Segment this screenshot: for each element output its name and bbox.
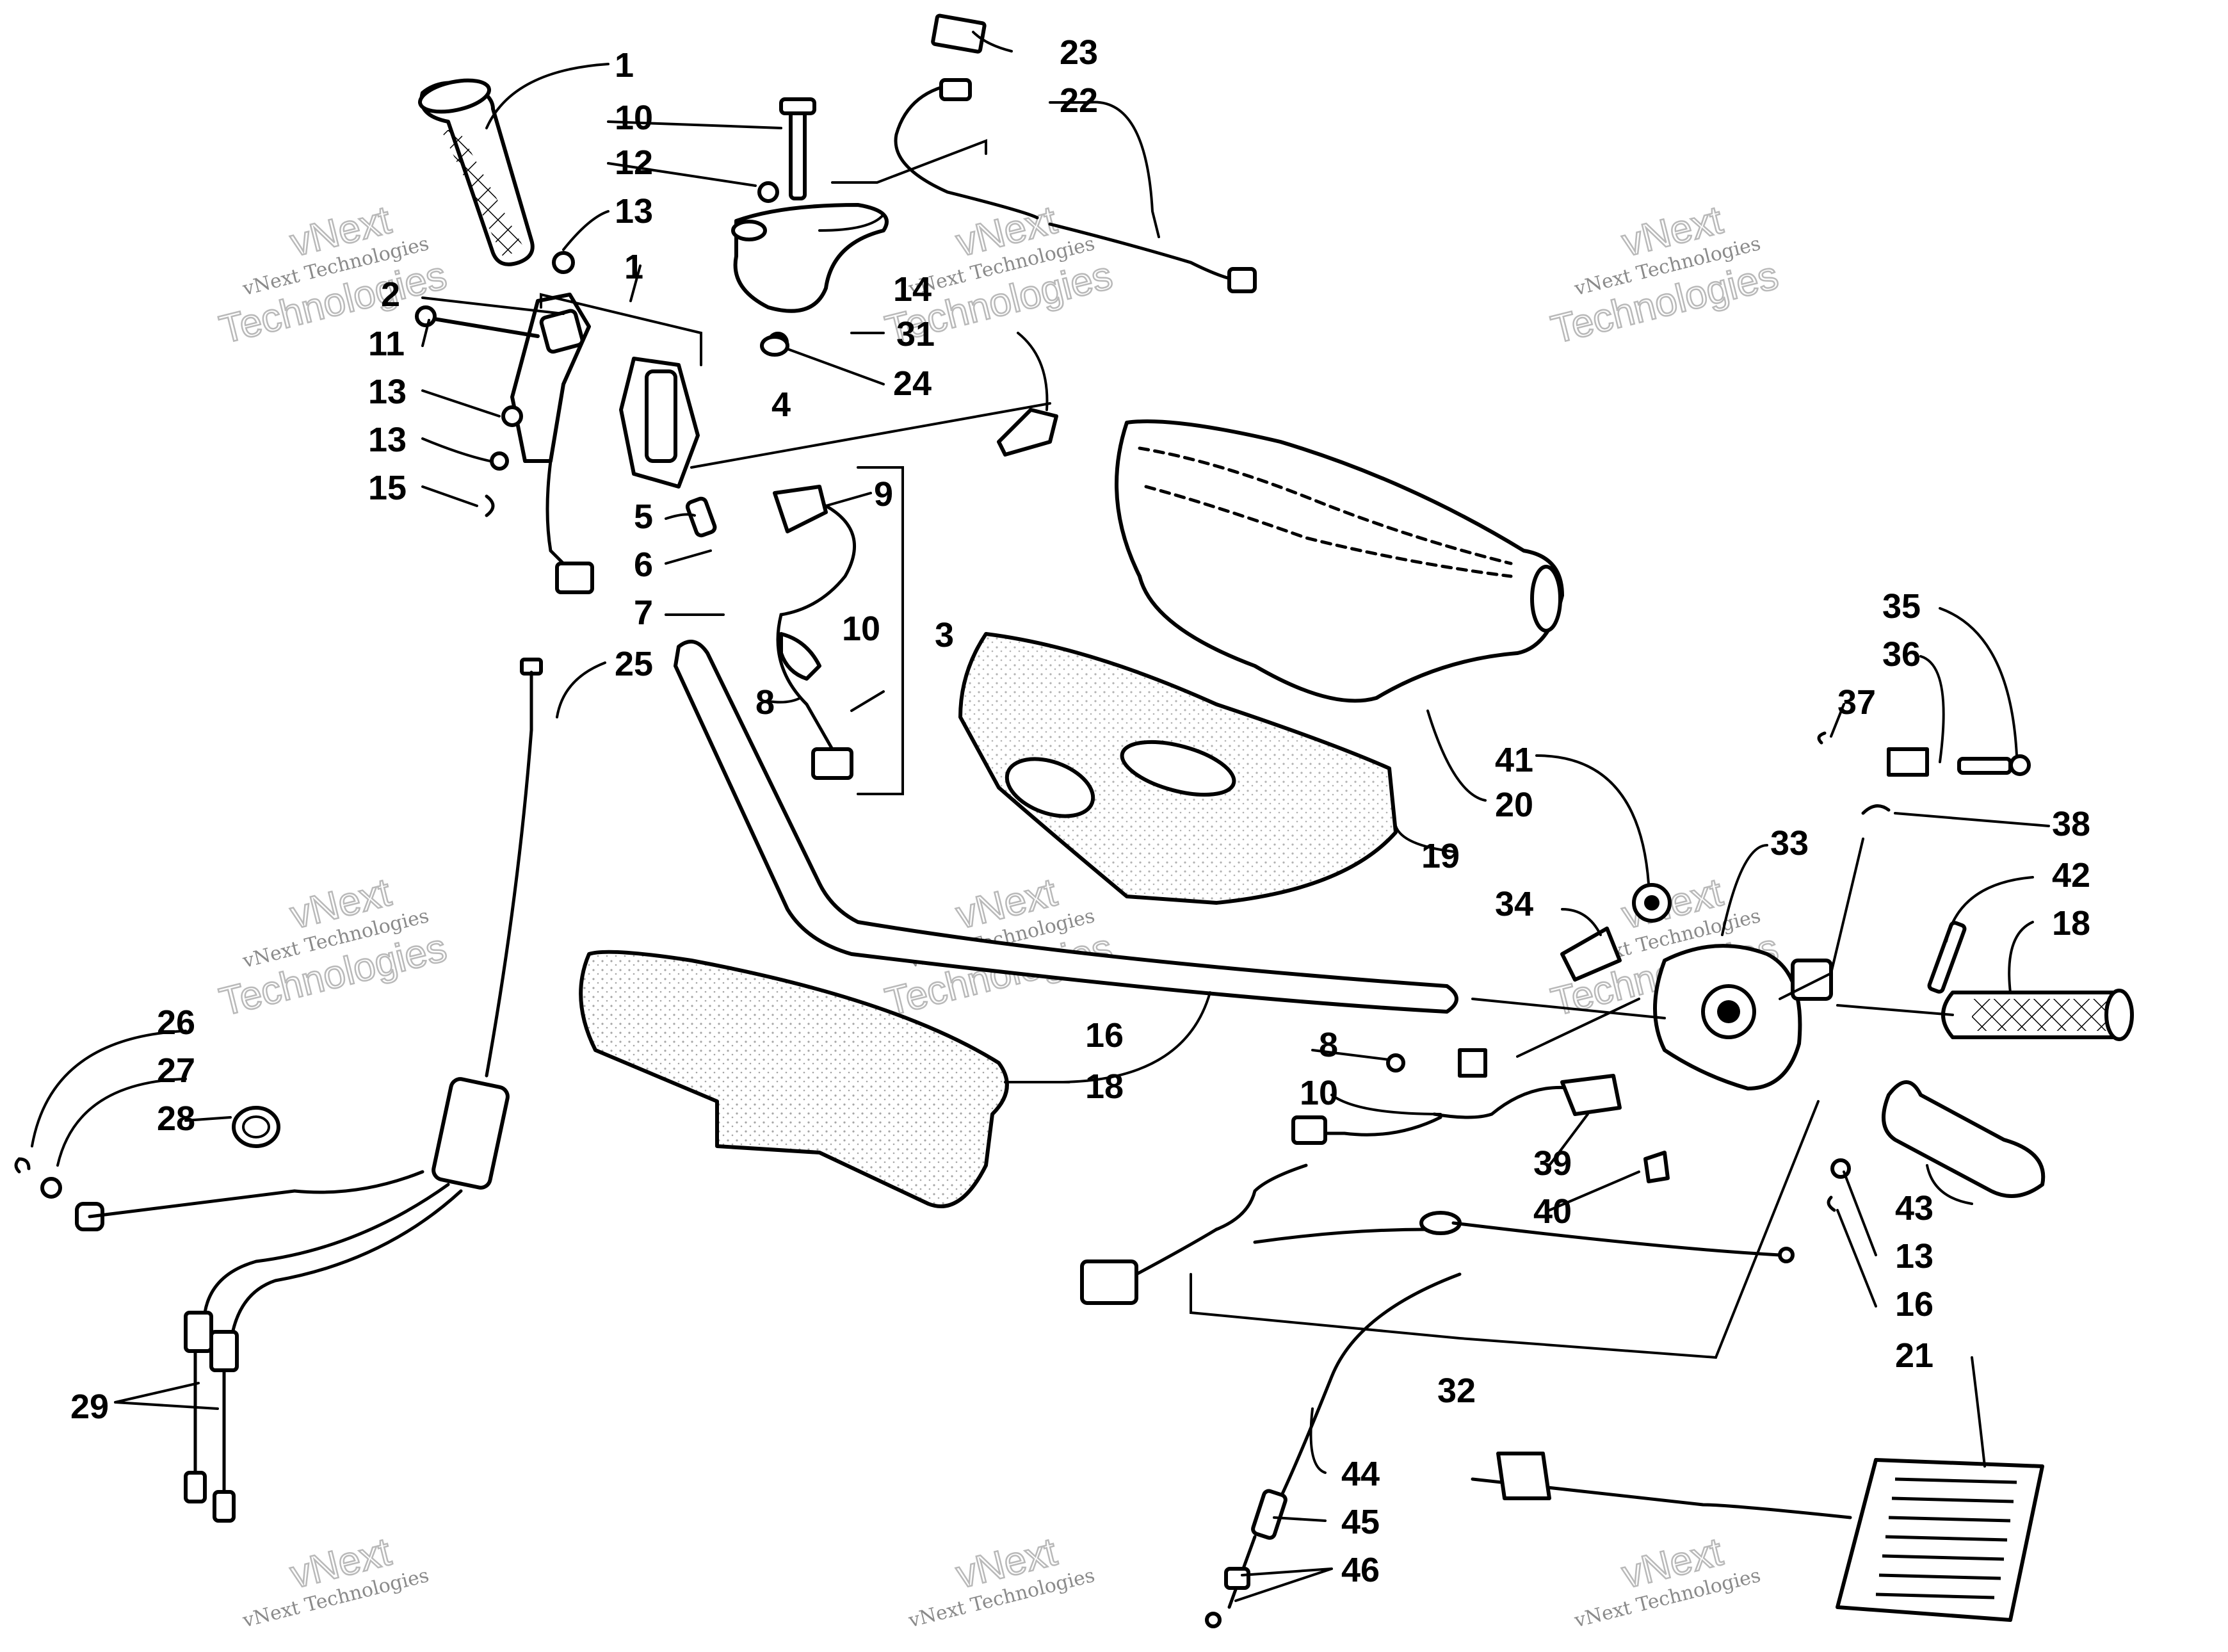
label-16: 15 xyxy=(368,469,407,507)
label-39: 39 xyxy=(1533,1144,1572,1183)
label-19: 18 xyxy=(1085,1067,1124,1106)
brake-lever-bracket xyxy=(731,203,889,313)
label-37: 37 xyxy=(1837,683,1876,722)
label-2: 2 xyxy=(381,275,400,314)
label-40: 40 xyxy=(1533,1192,1572,1231)
leader-lines xyxy=(31,31,2050,1602)
label-14: 13 xyxy=(368,373,407,411)
label-5: 5 xyxy=(634,498,653,536)
handlebar-cover-21 xyxy=(1115,419,1564,703)
label-27: 26 xyxy=(157,1003,195,1042)
label-13: 13 xyxy=(1895,1237,1933,1275)
key-31 xyxy=(997,408,1058,457)
right-wiring xyxy=(1080,1048,1795,1305)
handlebar-pad-20 xyxy=(958,632,1398,905)
label-13: 12 xyxy=(615,143,653,182)
label-29: 28 xyxy=(157,1099,195,1138)
watermark: vNext vNext Technologies Technologies xyxy=(214,197,451,353)
brake-lever-43 xyxy=(1827,1080,2046,1212)
label-10: 10 xyxy=(1300,1074,1338,1112)
clip-25 xyxy=(760,335,789,357)
label-43: 43 xyxy=(1895,1189,1933,1227)
label-30: 29 xyxy=(70,1388,109,1426)
label-15: 14 xyxy=(893,270,932,309)
label-13: 13 xyxy=(368,421,407,459)
switch-34 xyxy=(1560,927,1622,982)
cable-26 xyxy=(184,658,543,1523)
label-9: 9 xyxy=(874,475,893,514)
left-grip xyxy=(418,78,535,266)
label-33: 33 xyxy=(1770,824,1809,862)
cable-44 xyxy=(1205,1272,1462,1628)
label-8: 8 xyxy=(755,683,775,722)
watermarks: vNext vNext Technologies Technologies vN… xyxy=(214,197,1783,1633)
label-46: 46 xyxy=(1341,1551,1380,1589)
left-hardware xyxy=(415,97,816,538)
label-41: 41 xyxy=(1495,741,1533,779)
label-11: 11 xyxy=(368,325,405,363)
label-35: 35 xyxy=(1882,587,1921,626)
label-22: 21 xyxy=(1895,1336,1933,1375)
switch-assembly xyxy=(545,459,856,780)
label-21: 20 xyxy=(1495,786,1533,824)
handlebar-pad-19 xyxy=(579,950,1009,1208)
label-31: 31 xyxy=(896,315,935,353)
label-6: 6 xyxy=(634,546,653,584)
watermark: vNext vNext Technologies Technologies xyxy=(1546,197,1783,353)
group-brackets xyxy=(540,139,1954,1359)
heater-element-22 xyxy=(1471,1452,2044,1622)
right-hardware xyxy=(1817,731,2031,815)
label-34: 34 xyxy=(1495,885,1533,923)
label-8: 8 xyxy=(1319,1026,1338,1064)
label-12: 10 xyxy=(615,99,653,137)
fittings-27-29 xyxy=(14,1106,296,1231)
label-14: 13 xyxy=(615,192,653,231)
label-32: 32 xyxy=(1437,1372,1476,1410)
left-throttle-housing xyxy=(510,293,700,489)
callout-labels: 1 10 12 13 1 2 11 13 13 15 14 31 24 4 23… xyxy=(70,33,2090,1589)
label-23: 22 xyxy=(1060,81,1098,120)
label-4: 4 xyxy=(771,385,791,424)
right-grip xyxy=(1927,921,2134,1041)
label-25: 24 xyxy=(893,364,932,403)
label-44: 44 xyxy=(1341,1455,1380,1493)
label-10: 10 xyxy=(842,610,880,648)
handlebar xyxy=(674,640,1458,1014)
label-16: 16 xyxy=(1895,1285,1933,1324)
watermark: vNext vNext Technologies xyxy=(240,1529,432,1633)
label-38: 38 xyxy=(2052,805,2090,843)
label-3: 3 xyxy=(935,616,954,654)
label-26: 25 xyxy=(615,645,653,683)
label-7: 7 xyxy=(634,594,653,632)
label-36: 36 xyxy=(1882,635,1921,674)
knob-41 xyxy=(1632,883,1672,923)
cable-23 xyxy=(894,13,1257,293)
watermark: vNext vNext Technologies xyxy=(906,1529,1097,1633)
label-18: 18 xyxy=(2052,904,2090,943)
right-control-housing xyxy=(1653,944,1833,1090)
label-17: 16 xyxy=(1085,1016,1124,1055)
label-1: 1 xyxy=(624,248,643,286)
watermark: vNext vNext Technologies Technologies xyxy=(214,870,451,1026)
label-24: 23 xyxy=(1060,33,1098,72)
watermark: vNext vNext Technologies xyxy=(1572,1529,1763,1633)
label-20: 19 xyxy=(1421,837,1460,875)
label-42: 42 xyxy=(2052,856,2090,895)
label-45: 45 xyxy=(1341,1503,1380,1541)
label-28: 27 xyxy=(157,1051,195,1090)
label-18: 1 xyxy=(615,46,634,85)
